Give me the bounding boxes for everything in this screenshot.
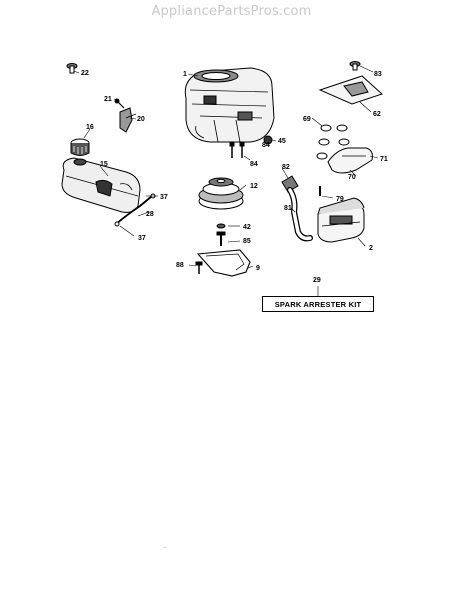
callout-29: 29 (313, 277, 321, 284)
bolt-84-part (229, 142, 245, 158)
engine-part (184, 67, 275, 143)
callout-81: 81 (284, 205, 292, 212)
spark-arrester-kit-label: SPARK ARRESTER KIT (274, 299, 362, 309)
callout-62: 62 (373, 111, 381, 118)
callout-37-top: 37 (160, 194, 168, 201)
pulley-part (198, 177, 244, 210)
callout-83: 83 (374, 71, 382, 78)
callout-12: 12 (250, 183, 258, 190)
bolt-22-part (66, 63, 78, 74)
callout-9: 9 (256, 265, 260, 272)
callout-15: 15 (100, 161, 108, 168)
muffler-part (317, 197, 365, 243)
callout-20: 20 (137, 116, 145, 123)
callout-82: 82 (282, 164, 290, 171)
callout-22: 22 (81, 70, 89, 77)
fuel-cap-part (70, 138, 90, 156)
callout-42: 42 (243, 224, 251, 231)
fuel-tank-part (61, 157, 141, 213)
watermark: AppliancePartsPros.com (151, 4, 312, 19)
callout-85: 85 (243, 238, 251, 245)
callout-37-bottom: 37 (138, 235, 146, 242)
exhaust-tube-part (327, 147, 373, 174)
callout-2: 2 (369, 245, 373, 252)
spark-arrester-kit-box: SPARK ARRESTER KIT (262, 296, 374, 312)
fuel-valve-part (114, 98, 137, 133)
callout-28: 28 (146, 211, 154, 218)
callout-69: 69 (303, 116, 311, 123)
screw-83-part (349, 61, 361, 71)
gasket-69-part (316, 124, 350, 160)
bolt-85-part (216, 231, 226, 246)
callout-79: 79 (336, 196, 344, 203)
callout-84-right: 84 (262, 142, 270, 149)
fitting-82-part (281, 175, 299, 193)
bolt-88-part (195, 261, 203, 274)
callout-16: 16 (86, 124, 94, 131)
callout-88: 88 (176, 262, 184, 269)
callout-21: 21 (104, 96, 112, 103)
leader-lines (73, 65, 379, 296)
washer-42-part (216, 223, 226, 229)
callout-71: 71 (380, 156, 388, 163)
fuel-line-part (115, 195, 153, 225)
bracket-9-part (196, 249, 251, 277)
callout-45: 45 (278, 138, 286, 145)
callout-84-left: 84 (250, 161, 258, 168)
callout-1: 1 (183, 71, 187, 78)
callout-70: 70 (348, 174, 356, 181)
stray-mark: .. (163, 543, 167, 550)
